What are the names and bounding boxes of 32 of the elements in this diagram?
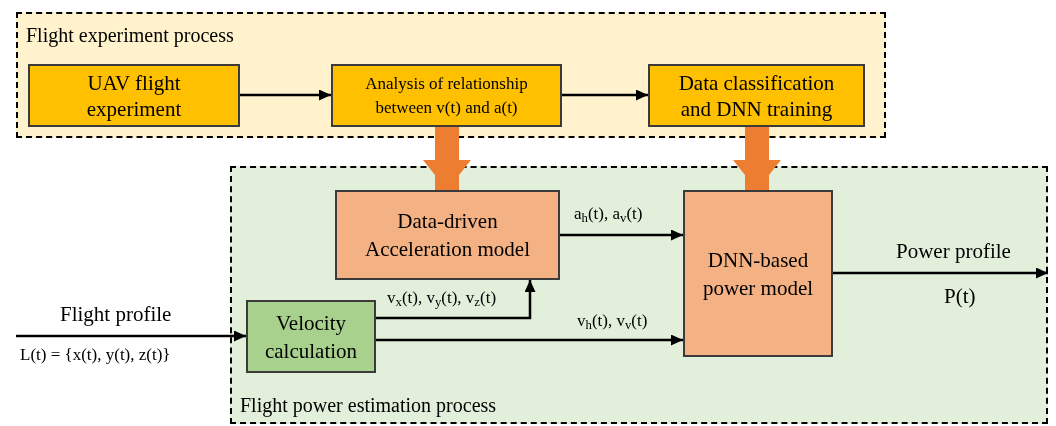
- box-label: Analysis of relationship between v(t) and a(t): [364, 72, 529, 119]
- box-label: UAV flight experiment: [85, 69, 183, 122]
- arrow: [560, 229, 683, 241]
- arrow: [562, 89, 648, 101]
- process-box: [331, 64, 562, 127]
- model-box: [683, 190, 833, 357]
- process-box: [246, 300, 376, 373]
- band-heading: Flight experiment process: [26, 23, 234, 49]
- formula-label: P(t): [944, 285, 976, 307]
- box-label: Data-driven Acceleration model: [364, 208, 531, 263]
- formula-label: L(t) = {x(t), y(t), z(t)}: [20, 344, 171, 366]
- arrow: [376, 334, 683, 346]
- box-label: Velocity calculation: [263, 309, 359, 365]
- process-band: [16, 12, 886, 138]
- block-arrow: [423, 127, 471, 190]
- box-label: Data classification and DNN training: [677, 69, 836, 122]
- edge-label: v$_{x}$(t), v$_{y}$(t), v$_{z}$(t): [387, 287, 497, 309]
- edge-label: Power profile: [896, 240, 1011, 262]
- model-box: [335, 190, 560, 280]
- edge-label: Flight profile: [60, 303, 172, 325]
- block-arrow: [733, 127, 781, 190]
- process-box: [28, 64, 240, 127]
- edge-label: a$_{h}$(t), a$_{v}$(t): [574, 203, 643, 225]
- arrow: [16, 330, 246, 342]
- band-heading: Flight power estimation process: [240, 393, 497, 419]
- edge-label: v$_{h}$(t), v$_{v}$(t): [577, 310, 648, 332]
- process-band: [230, 166, 1048, 424]
- arrow: [240, 89, 331, 101]
- arrow: [833, 267, 1048, 279]
- process-box: [648, 64, 865, 127]
- arrow: [376, 280, 536, 320]
- box-label: DNN-based power model: [701, 246, 815, 302]
